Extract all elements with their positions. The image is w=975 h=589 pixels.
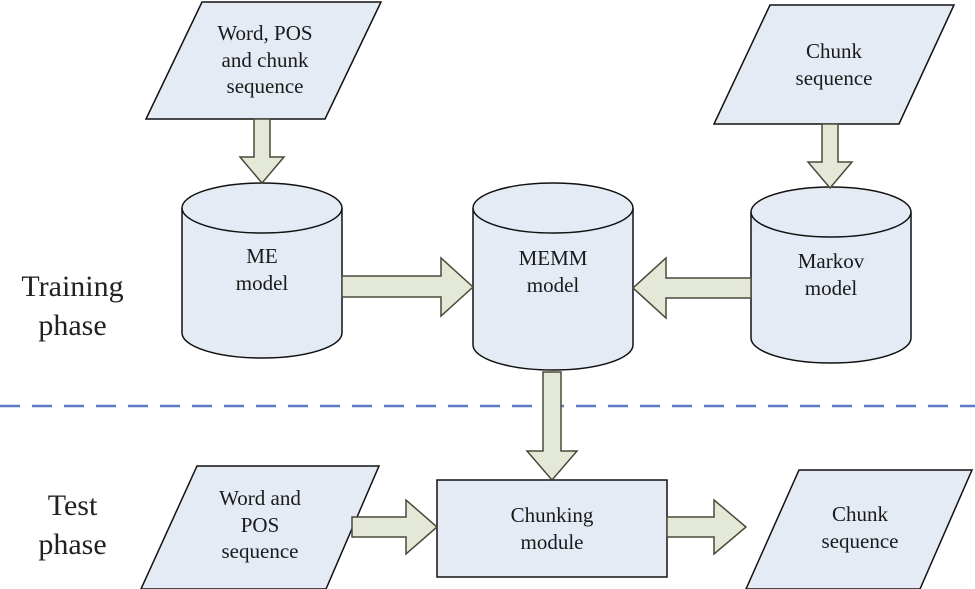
test-phase-label: Test phase bbox=[38, 489, 107, 561]
input-word-pos-chunk-shape bbox=[144, 1, 383, 120]
test-input-label: Word and POS sequence bbox=[219, 485, 301, 564]
training-phase-label: Training phase bbox=[21, 270, 124, 342]
test-input-shape bbox=[140, 465, 381, 589]
chunking-module-label: Chunking module bbox=[510, 502, 594, 554]
output-chunk-sequence-label: Chunk sequence bbox=[821, 501, 899, 553]
memm-model-label: MEMM model bbox=[518, 246, 588, 297]
me-model-label: ME model bbox=[235, 244, 289, 295]
me-model-cylinder bbox=[181, 182, 343, 359]
arrow-chunking-to-output bbox=[666, 498, 748, 556]
input-chunk-sequence-label: Chunk sequence bbox=[795, 39, 873, 90]
input-chunk-sequence-shape bbox=[712, 4, 956, 125]
arrow-markov-to-memm bbox=[631, 256, 752, 320]
arrow-test-input-to-chunking bbox=[351, 498, 439, 556]
arrow-me-to-memm bbox=[341, 256, 475, 318]
arrow-input-to-me-model bbox=[238, 118, 286, 185]
output-chunk-sequence-shape bbox=[745, 469, 974, 589]
arrow-memm-to-chunking bbox=[525, 371, 579, 482]
memm-model-cylinder bbox=[472, 182, 634, 371]
input-word-pos-chunk-label: Word, POS and chunk sequence bbox=[217, 20, 313, 99]
arrow-chunk-to-markov-model bbox=[806, 123, 854, 190]
markov-model-label: Markov model bbox=[797, 249, 865, 300]
chunking-module-shape bbox=[436, 479, 668, 578]
